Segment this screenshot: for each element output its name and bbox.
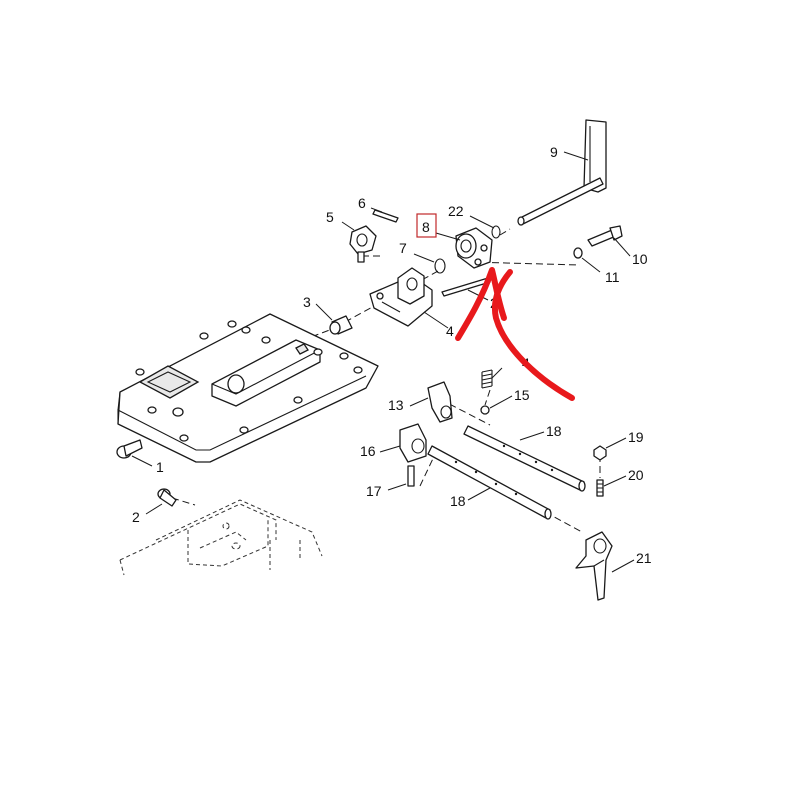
callout-8: 8 bbox=[422, 219, 430, 235]
part-11-washer bbox=[573, 247, 583, 259]
part-13-shift-block bbox=[427, 381, 453, 423]
part-21-shift-fork bbox=[575, 531, 613, 601]
part-2-bolt bbox=[157, 488, 177, 507]
part-5-lever-end bbox=[349, 225, 377, 263]
callout-11: 11 bbox=[605, 269, 620, 285]
part-6-pin bbox=[372, 209, 399, 223]
callout-10: 10 bbox=[632, 251, 648, 267]
callout-15: 15 bbox=[514, 387, 530, 403]
cover-plate bbox=[117, 313, 379, 463]
callout-21: 21 bbox=[636, 550, 652, 566]
ghost-housing bbox=[119, 499, 323, 576]
part-16-shift-block bbox=[399, 423, 427, 463]
part-22-snap-ring bbox=[491, 225, 501, 239]
red-annotation-arrow bbox=[455, 267, 575, 401]
callout-20: 20 bbox=[628, 467, 644, 483]
callout-13: 13 bbox=[388, 397, 404, 413]
part-4-bracket bbox=[369, 267, 433, 327]
callout-18-upper: 18 bbox=[546, 423, 562, 439]
part-1-bolt bbox=[116, 439, 143, 459]
callout-3: 3 bbox=[303, 294, 311, 310]
part-3-bushing bbox=[329, 315, 353, 335]
part-10-bolt bbox=[587, 225, 623, 247]
part-18-shift-rod-lower bbox=[427, 445, 552, 520]
part-7-o-ring bbox=[434, 258, 446, 274]
part-14-spring bbox=[481, 369, 493, 389]
callout-1: 1 bbox=[156, 459, 164, 475]
callout-2: 2 bbox=[132, 509, 140, 525]
part-15-ball bbox=[480, 405, 490, 415]
part-9-shift-lever bbox=[517, 119, 607, 226]
part-8-lever-housing bbox=[455, 227, 493, 269]
callout-16: 16 bbox=[360, 443, 376, 459]
callout-6: 6 bbox=[358, 195, 366, 211]
callout-5: 5 bbox=[326, 209, 334, 225]
part-18-shift-rod-upper bbox=[463, 425, 586, 492]
callout-7: 7 bbox=[399, 240, 407, 256]
callout-19: 19 bbox=[628, 429, 644, 445]
part-19-nut bbox=[593, 445, 607, 461]
part-17-pin bbox=[407, 465, 415, 487]
part-20-set-screw bbox=[596, 479, 604, 497]
leader-lines bbox=[131, 151, 635, 573]
callout-4-bracket: 4 bbox=[446, 323, 454, 339]
callout-9: 9 bbox=[550, 144, 558, 160]
callout-8-highlight-box bbox=[416, 213, 437, 238]
callout-18-lower: 18 bbox=[450, 493, 466, 509]
callout-17: 17 bbox=[366, 483, 382, 499]
callout-22: 22 bbox=[448, 203, 464, 219]
